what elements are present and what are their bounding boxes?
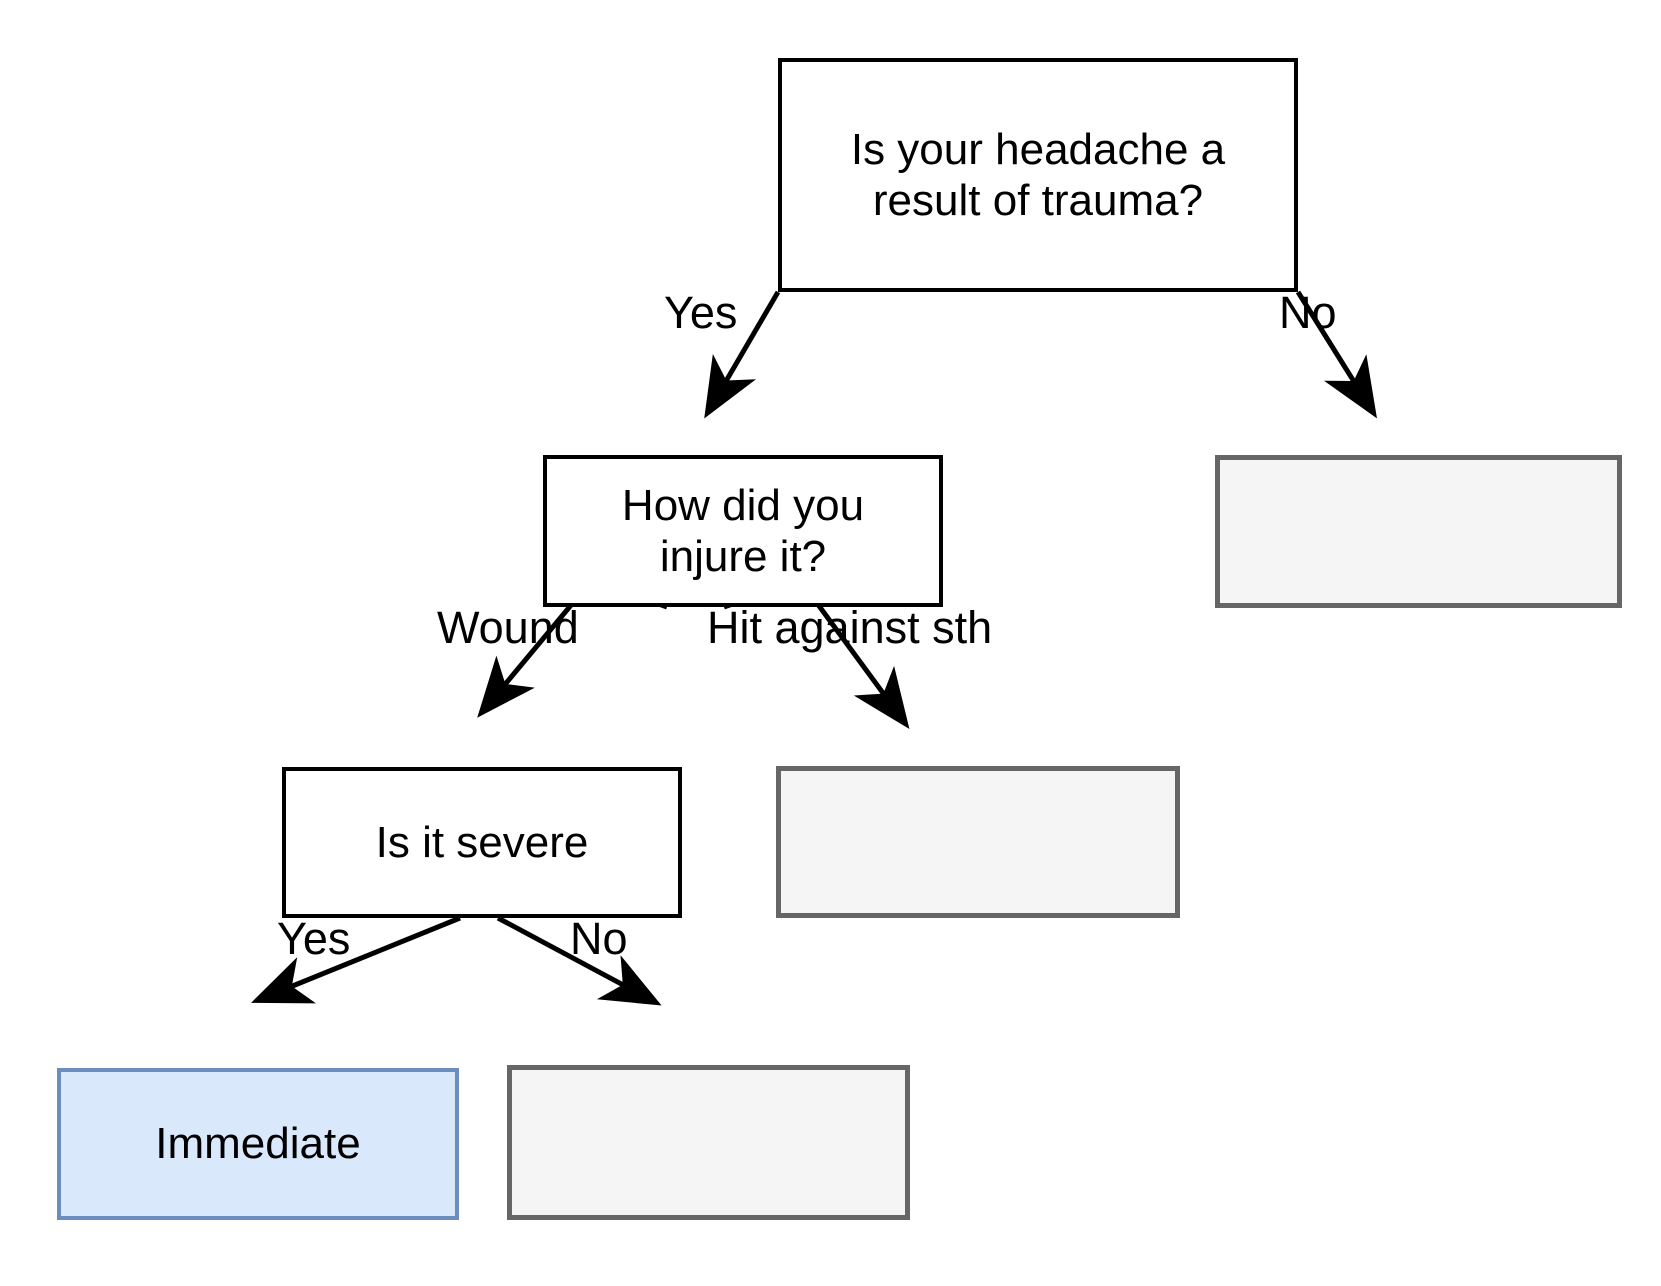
node-blank-not-severe[interactable] [507,1065,910,1220]
node-outcome-immediate[interactable]: Immediate [57,1068,459,1220]
edge-label-severe-yes: Yes [277,913,351,964]
node-question-severe[interactable]: Is it severe [282,767,682,918]
node-blank-hit-against-sth[interactable] [776,766,1180,918]
node-label: How did you injure it? [621,480,865,581]
node-label: Immediate [155,1119,361,1169]
node-question-trauma[interactable]: Is your headache a result of trauma? [778,58,1298,292]
node-label: Is it severe [375,817,589,867]
node-label: Is your headache a result of trauma? [850,124,1226,225]
edge-label-injury-wound: Wound [437,602,579,653]
edge-label-severe-no: No [570,913,628,964]
node-blank-no-trauma[interactable] [1215,455,1622,608]
edge-label-injury-hit: Hit against sth [707,602,993,653]
edge-label-trauma-no: No [1279,287,1337,338]
node-question-injury-mechanism[interactable]: How did you injure it? [543,455,943,607]
edge-label-trauma-yes: Yes [664,287,738,338]
